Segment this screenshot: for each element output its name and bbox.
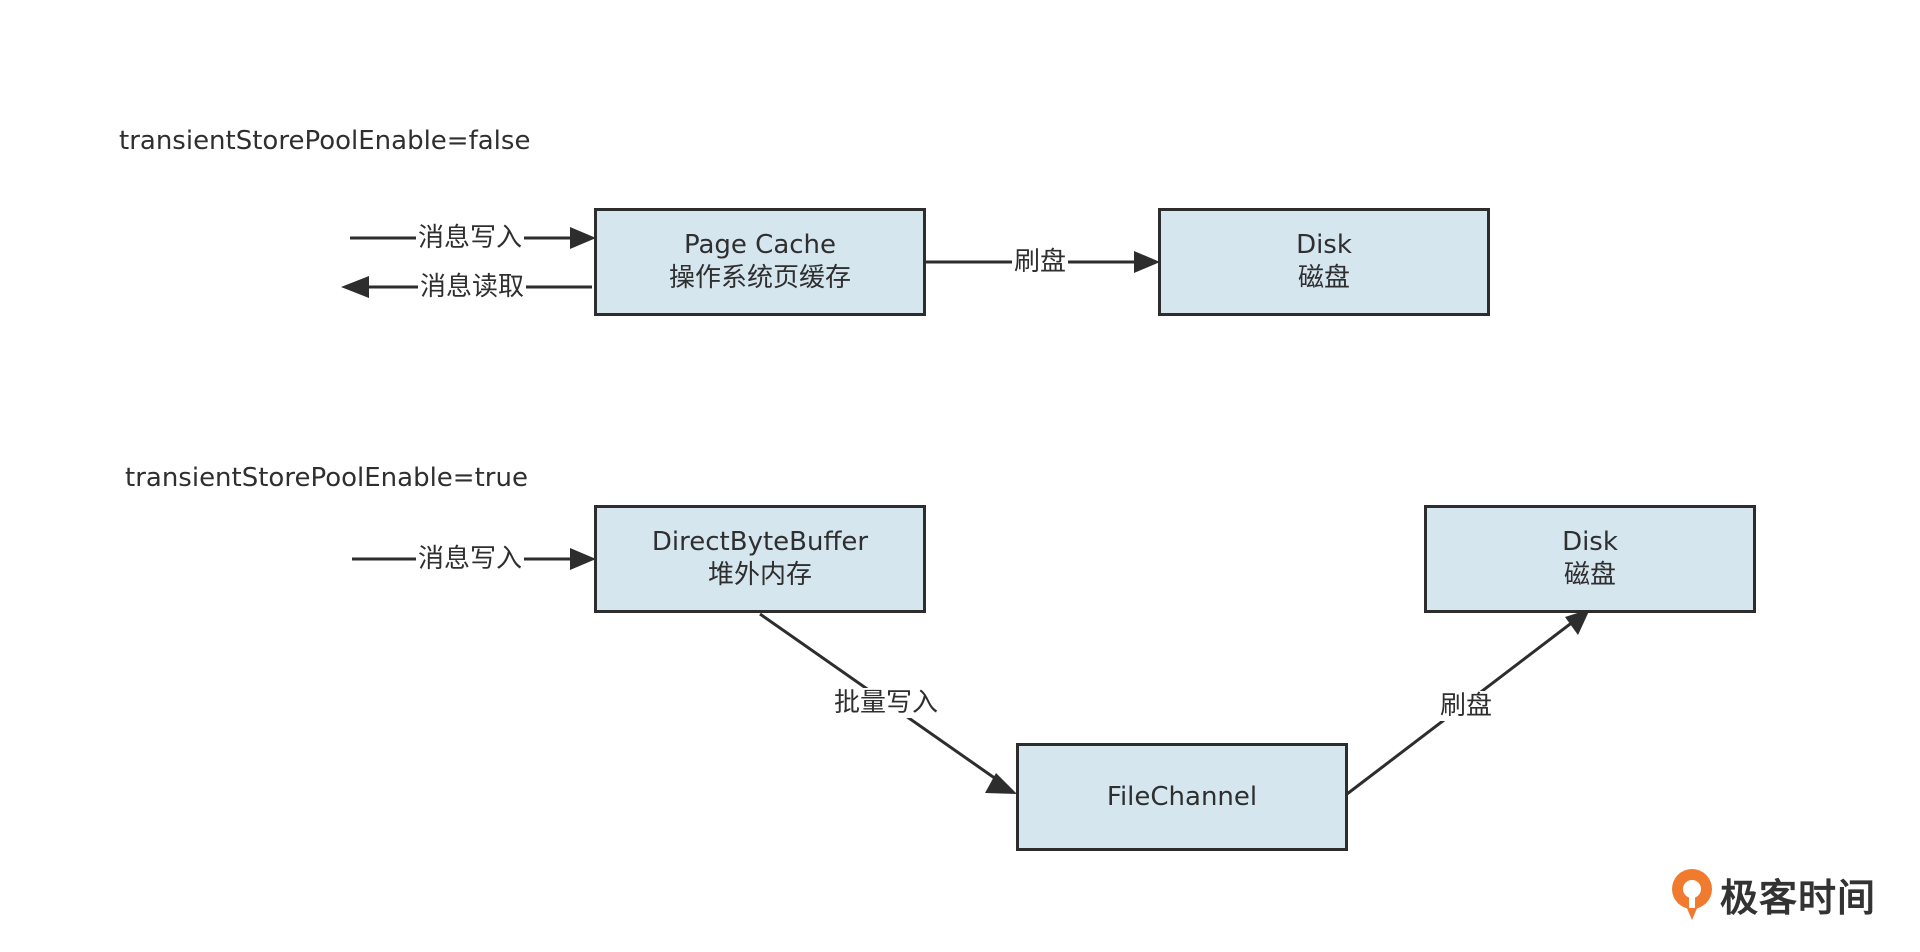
edge-label-read-top: 消息读取 xyxy=(417,272,527,302)
edge-label-write-bottom: 消息写入 xyxy=(415,544,525,574)
arrowhead-batch-write xyxy=(985,773,1017,794)
geektime-logo: 极客时间 xyxy=(1668,866,1876,922)
edge-label-flush-bottom: 刷盘 xyxy=(1437,691,1495,721)
node-file-channel-title: FileChannel xyxy=(1106,781,1258,812)
node-disk-top: Disk 磁盘 xyxy=(1158,208,1490,316)
caption-transient-false: transientStorePoolEnable=false xyxy=(119,126,531,156)
arrowhead-write-top xyxy=(570,227,596,249)
edge-label-write-top: 消息写入 xyxy=(415,223,525,253)
node-direct-byte-buffer: DirectByteBuffer 堆外内存 xyxy=(594,505,926,613)
node-page-cache: Page Cache 操作系统页缓存 xyxy=(594,208,926,316)
arrowhead-write-bottom xyxy=(570,548,596,570)
geektime-logo-text: 极客时间 xyxy=(1720,875,1877,920)
node-disk-bottom-title: Disk xyxy=(1562,527,1618,557)
edge-label-batch-write: 批量写入 xyxy=(831,688,941,718)
node-direct-byte-buffer-title: DirectByteBuffer xyxy=(651,527,869,557)
geektime-logo-icon xyxy=(1672,869,1712,920)
caption-transient-true: transientStorePoolEnable=true xyxy=(125,463,528,493)
node-direct-byte-buffer-subtitle: 堆外内存 xyxy=(707,560,812,590)
node-disk-top-title: Disk xyxy=(1296,230,1352,260)
arrowhead-flush-top xyxy=(1134,251,1160,273)
node-disk-bottom-subtitle: 磁盘 xyxy=(1563,560,1616,590)
edge-label-flush-top: 刷盘 xyxy=(1011,247,1069,277)
arrowhead-read-top xyxy=(341,276,369,298)
arrowhead-flush-bottom xyxy=(1565,609,1590,635)
node-disk-top-subtitle: 磁盘 xyxy=(1297,263,1350,293)
node-disk-bottom: Disk 磁盘 xyxy=(1424,505,1756,613)
node-page-cache-subtitle: 操作系统页缓存 xyxy=(668,263,851,293)
node-page-cache-title: Page Cache xyxy=(683,230,837,260)
node-file-channel: FileChannel xyxy=(1016,743,1348,851)
